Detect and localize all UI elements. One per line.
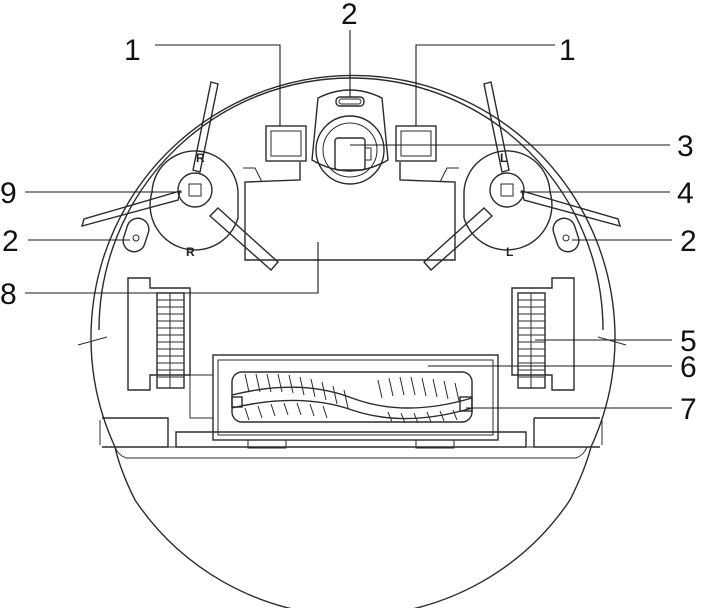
leader-8 [25, 242, 319, 294]
side-brush-left-mount [463, 150, 553, 251]
callout-2-right: 2 [680, 225, 697, 258]
callout-3: 3 [677, 130, 694, 163]
brush-arm-label-l: L [500, 151, 507, 165]
callout-9: 9 [0, 177, 17, 210]
brush-label-r: R [186, 245, 195, 259]
cliff-sensor-top [335, 96, 365, 107]
front-caster-wheel [334, 137, 366, 171]
front-caster-housing [243, 89, 459, 261]
callout-2-top: 2 [341, 0, 358, 31]
callout-2-left: 2 [2, 225, 19, 258]
charging-contacts [265, 125, 437, 162]
charging-contact-left [265, 125, 307, 162]
callout-4: 4 [677, 177, 694, 210]
callout-1-left: 1 [124, 34, 141, 67]
cliff-sensor-left [122, 217, 150, 253]
side-brush-right-mount [149, 150, 239, 251]
side-brush-left [423, 81, 622, 271]
cliff-sensor-right [552, 217, 580, 253]
brush-label-l: L [506, 245, 513, 259]
drive-wheel-right [511, 277, 575, 391]
callout-7: 7 [680, 393, 697, 426]
callout-8: 8 [0, 278, 17, 311]
callout-5: 5 [680, 325, 697, 358]
side-brush-right [80, 81, 279, 271]
leader-1-right [415, 44, 555, 126]
leader-lines [25, 30, 672, 409]
robot-body [77, 74, 627, 608]
callout-1-right: 1 [559, 34, 576, 67]
brush-arm-label-r: R [196, 151, 205, 165]
callout-6: 6 [680, 351, 697, 384]
main-roller-brush [231, 371, 473, 424]
rear-bumper [102, 417, 600, 459]
drive-wheel-left [127, 277, 191, 391]
leader-1-left [155, 44, 281, 126]
main-brush-cover [189, 354, 499, 441]
